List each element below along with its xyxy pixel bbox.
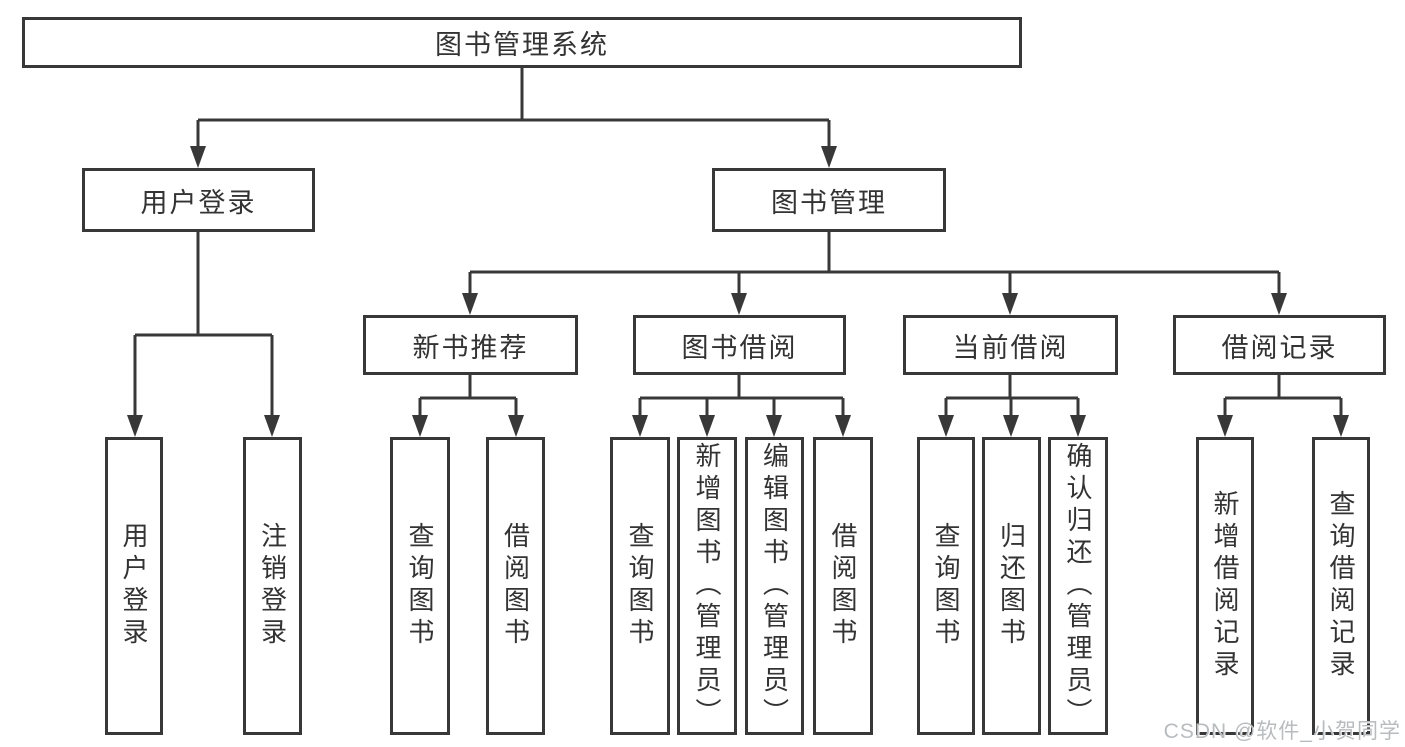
- node-current-borrowing: 当前借阅: [903, 315, 1118, 375]
- leaf-logout: 注销登录: [243, 437, 302, 735]
- leaf-confirm-return-admin: 确认归还（管理员）: [1048, 437, 1108, 735]
- node-borrowing-records: 借阅记录: [1173, 315, 1386, 375]
- leaf-add-borrow-record: 新增借阅记录: [1196, 437, 1254, 735]
- leaf-user-login: 用户登录: [105, 437, 163, 735]
- leaf-query-books-3: 查询图书: [917, 437, 975, 735]
- node-user-login: 用户登录: [82, 168, 315, 232]
- leaf-query-borrow-record: 查询借阅记录: [1312, 437, 1370, 735]
- leaf-add-books-admin: 新增图书（管理员）: [677, 437, 737, 735]
- leaf-query-books-1: 查询图书: [390, 437, 450, 735]
- leaf-query-books-2: 查询图书: [610, 437, 670, 735]
- node-book-borrowing: 图书借阅: [633, 315, 846, 375]
- leaf-borrow-books-2: 借阅图书: [813, 437, 873, 735]
- leaf-edit-books-admin: 编辑图书（管理员）: [745, 437, 804, 735]
- node-root: 图书管理系统: [22, 17, 1022, 68]
- node-book-management: 图书管理: [712, 168, 946, 232]
- leaf-return-books: 归还图书: [982, 437, 1041, 735]
- node-new-book-recommendation: 新书推荐: [363, 315, 578, 375]
- leaf-borrow-books-1: 借阅图书: [486, 437, 545, 735]
